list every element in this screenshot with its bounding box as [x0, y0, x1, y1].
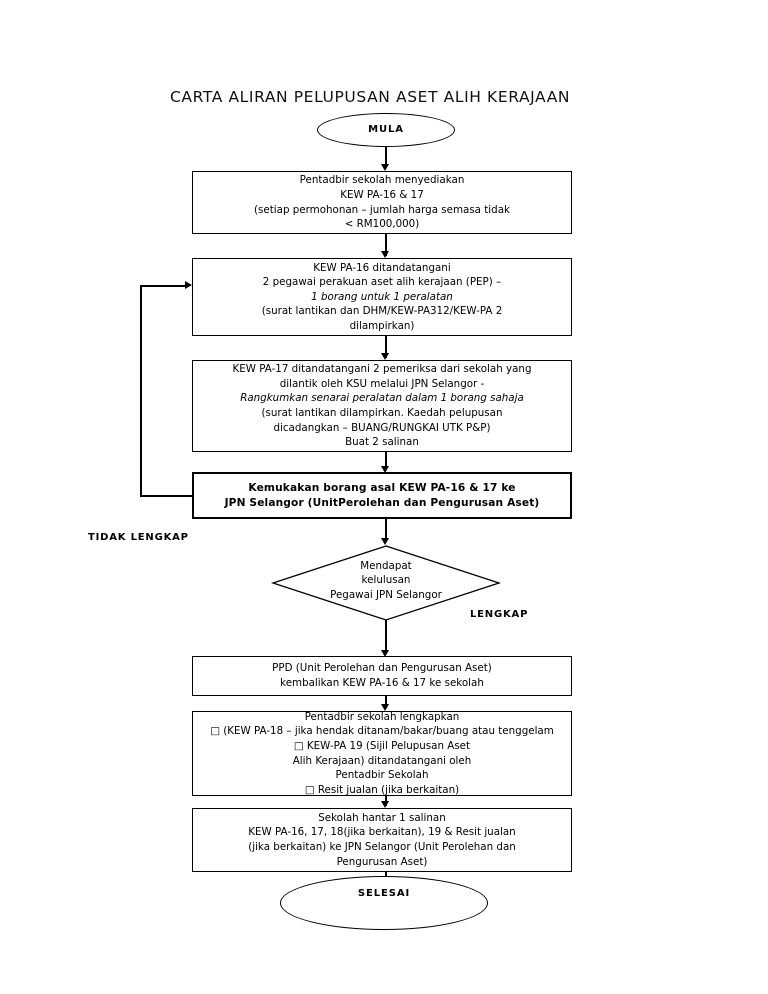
arrow-step6-to-step7: [381, 801, 389, 808]
step-1-line-2: KEW PA-16 & 17: [340, 188, 424, 201]
process-box-step-5: PPD (Unit Perolehan dan Pengurusan Aset)…: [192, 656, 572, 696]
arrow-decision-to-step5: [381, 650, 389, 657]
step-5-line-2: kembalikan KEW PA-16 & 17 ke sekolah: [280, 677, 484, 689]
process-box-step-1: Pentadbir sekolah menyediakan KEW PA-16 …: [192, 171, 572, 234]
arrow-feedback-loop-to-step2: [185, 281, 192, 289]
arrow-step4-to-decision: [381, 538, 389, 545]
step-7-line-3: (jika berkaitan) ke JPN Selangor (Unit P…: [248, 841, 516, 853]
connector-step3-to-step4: [385, 452, 387, 470]
step-5-line-1: PPD (Unit Perolehan dan Pengurusan Aset): [272, 662, 492, 675]
decision-line-3: Pegawai JPN Selangor: [330, 588, 442, 601]
process-box-step-6: Pentadbir sekolah lengkapkan □ (KEW PA-1…: [192, 711, 572, 796]
step-1-line-1: Pentadbir sekolah menyediakan: [299, 174, 465, 187]
page-title: CARTA ALIRAN PELUPUSAN ASET ALIH KERAJAA…: [170, 88, 571, 106]
step-2-line-3: 1 borang untuk 1 peralatan: [311, 290, 453, 303]
start-terminator: MULA: [317, 113, 455, 147]
start-terminator-label: MULA: [368, 124, 404, 135]
step-6-line-6: □ Resit jualan (jika berkaitan): [304, 783, 460, 796]
arrow-start-to-step1: [381, 164, 389, 171]
decision-line-1: Mendapat: [360, 560, 412, 572]
step-3-line-4: (surat lantikan dilampirkan. Kaedah pelu…: [261, 407, 503, 419]
step-7-line-4: Pengurusan Aset): [336, 855, 428, 868]
connector-start-to-step1: [385, 147, 387, 166]
feedback-loop-top-segment: [140, 285, 185, 287]
connector-step2-to-step3: [385, 336, 387, 358]
connector-decision-to-step5: [385, 620, 387, 653]
step-3-line-2: dilantik oleh KSU melalui JPN Selangor -: [279, 377, 485, 390]
connector-step1-to-step2: [385, 234, 387, 256]
branch-label-complete: LENGKAP: [470, 609, 529, 620]
step-3-line-1: KEW PA-17 ditandatangani 2 pemeriksa dar…: [232, 363, 532, 376]
process-box-step-2: KEW PA-16 ditandatangani 2 pegawai perak…: [192, 258, 572, 336]
step-7-line-1: Sekolah hantar 1 salinan: [318, 811, 446, 824]
step-3-line-6: Buat 2 salinan: [345, 436, 419, 449]
arrow-step5-to-step6: [381, 704, 389, 711]
step-6-line-5: Pentadbir Sekolah: [335, 769, 429, 782]
decision-label: Mendapat kelulusan Pegawai JPN Selangor: [272, 559, 516, 602]
step-1-line-3: (setiap permohonan – jumlah harga semasa…: [254, 203, 510, 216]
feedback-loop-vertical-segment: [140, 285, 142, 496]
process-box-step-4: Kemukakan borang asal KEW PA-16 & 17 ke …: [192, 472, 572, 519]
step-4-line-1: Kemukakan borang asal KEW PA-16 & 17 ke: [248, 481, 516, 494]
step-6-line-2: □ (KEW PA-18 – jika hendak ditanam/bakar…: [210, 725, 554, 738]
decision-line-2: kelulusan: [361, 574, 411, 587]
end-terminator: SELESAI: [280, 876, 488, 930]
step-2-line-4: (surat lantikan dan DHM/KEW-PA312/KEW-PA…: [261, 305, 503, 318]
end-terminator-label: SELESAI: [357, 888, 411, 899]
step-1-line-4: < RM100,000): [344, 218, 420, 231]
process-box-step-7: Sekolah hantar 1 salinan KEW PA-16, 17, …: [192, 808, 572, 872]
arrow-step2-to-step3: [381, 353, 389, 360]
step-2-line-1: KEW PA-16 ditandatangani: [313, 261, 451, 274]
connector-step4-to-decision: [385, 519, 387, 541]
feedback-loop-bottom-segment: [140, 495, 193, 497]
step-3-line-3: Rangkumkan senarai peralatan dalam 1 bor…: [240, 392, 524, 405]
step-6-line-4: Alih Kerajaan) ditandatangani oleh: [292, 754, 472, 767]
step-7-line-2: KEW PA-16, 17, 18(jika berkaitan), 19 & …: [248, 826, 516, 839]
arrow-step1-to-step2: [381, 251, 389, 258]
branch-label-incomplete: TIDAK LENGKAP: [88, 532, 189, 543]
step-4-line-2: JPN Selangor (UnitPerolehan dan Pengurus…: [224, 496, 540, 509]
step-3-line-5: dicadangkan – BUANG/RUNGKAI UTK P&P): [273, 421, 491, 434]
step-2-line-5: dilampirkan): [349, 319, 415, 332]
connector-step5-to-step6: [385, 696, 387, 708]
decision-diamond: Mendapat kelulusan Pegawai JPN Selangor: [270, 545, 502, 621]
step-6-line-3: □ KEW-PA 19 (Sijil Pelupusan Aset: [293, 739, 471, 752]
arrow-step3-to-step4: [381, 466, 389, 473]
process-box-step-3: KEW PA-17 ditandatangani 2 pemeriksa dar…: [192, 360, 572, 452]
step-6-line-1: Pentadbir sekolah lengkapkan: [304, 710, 460, 723]
step-2-line-2: 2 pegawai perakuan aset alih kerajaan (P…: [262, 276, 502, 289]
